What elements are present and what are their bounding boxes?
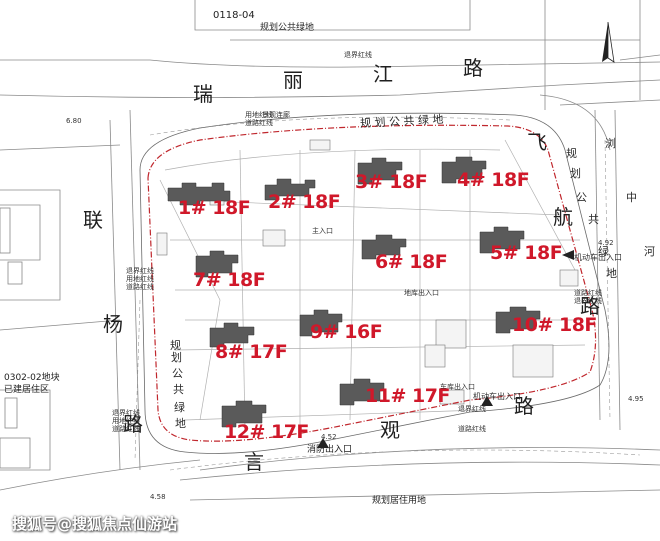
west-green-char-6: 地 [175, 417, 186, 430]
vehicle-entrance-east-label: 机动车出入口 [574, 253, 622, 262]
north-arrow-icon [602, 21, 615, 63]
annotation-11: 道路红线 [458, 425, 486, 433]
annotation-1: 退界红线 [344, 51, 372, 59]
annotation-4: 退界红线 [126, 267, 154, 275]
annotation-5: 用地红线 [126, 275, 154, 283]
east-green-char-2: 划 [570, 167, 581, 180]
building-12-label: 12# 17F [224, 421, 309, 443]
building-4-label: 4# 18F [457, 169, 530, 191]
annotation-10: 退界红线 [458, 405, 486, 413]
building-1-footprint [167, 182, 231, 206]
annotation-16: 6.80 [66, 117, 82, 125]
building-11-label: 11# 17F [365, 385, 450, 407]
annotation-3: 道路红线 [245, 119, 273, 127]
building-9-footprint [299, 309, 343, 337]
site-outer-line [139, 112, 610, 454]
internal-roads [159, 139, 586, 431]
left-blocks [0, 207, 31, 469]
annotation-20: 4.58 [150, 493, 166, 501]
annotation-12: 景观连廊 [262, 111, 290, 119]
building-9-label: 9# 16F [310, 321, 383, 343]
road-ruilijiang-char-2: 丽 [283, 68, 303, 92]
road-ruilijiang-char-4: 路 [463, 56, 483, 80]
top-green-label: 规划公共绿地 [260, 23, 315, 33]
vehicle-entrance-south-label: 机动车出入口 [473, 392, 521, 401]
annotation-6: 道路红线 [126, 283, 154, 291]
road-lianyang-char-1: 联 [83, 208, 103, 232]
east-green-char-1: 规 [566, 147, 577, 160]
right-edge-char-1: 浏 [605, 137, 616, 150]
building-3-label: 3# 18F [355, 171, 428, 193]
building-7-footprint [195, 250, 239, 278]
building-6-label: 6# 18F [375, 251, 448, 273]
building-5-footprint [479, 226, 525, 254]
road-yanguan-char-2: 观 [380, 418, 400, 442]
watermark: 搜狐号@搜狐焦点仙游站 [12, 515, 178, 533]
annotation-13: 车库出入口 [440, 383, 475, 391]
site-boundary [147, 124, 597, 442]
context-lines [0, 0, 660, 501]
entrance-arrows [317, 250, 574, 448]
building-4-footprint [441, 156, 487, 184]
road-ruilijiang-char-3: 江 [373, 62, 393, 86]
west-parcel-code: 0302-02地块 [4, 373, 60, 383]
west-parcel-desc: 已建居住区 [4, 385, 50, 395]
building-12-footprint [221, 400, 267, 428]
building-6-footprint [361, 234, 407, 260]
road-yanguan-char-1: 言 [244, 450, 264, 474]
right-edge-char-2: 中 [626, 191, 637, 204]
road-feihang-char-3: 路 [580, 294, 600, 318]
west-green-char-4: 共 [173, 383, 184, 396]
building-3-footprint [357, 157, 403, 185]
building-2-footprint [264, 178, 316, 201]
road-lianyang-char-2: 杨 [103, 312, 123, 336]
annotation-17: 4.92 [598, 239, 614, 247]
east-green-char-5: 绿 [598, 245, 609, 258]
road-feihang-char-1: 飞 [527, 130, 547, 154]
facility-boxes [156, 139, 579, 405]
building-1-label: 1# 18F [178, 197, 251, 219]
road-feihang-char-2: 航 [553, 205, 573, 229]
building-5-label: 5# 18F [490, 242, 563, 264]
fire-entrance-label: 消防出入口 [307, 445, 353, 455]
east-green-char-4: 共 [588, 213, 599, 226]
east-green-char-6: 地 [606, 267, 617, 280]
east-green-char-3: 公 [576, 191, 587, 204]
annotation-15: 退界红线 [574, 297, 602, 305]
annotation-22: 地库出入口 [404, 289, 439, 297]
west-green-char-5: 绿 [174, 401, 185, 414]
annotation-9: 道路红线 [112, 425, 140, 433]
building-8-label: 8# 17F [215, 341, 288, 363]
annotation-7: 退界红线 [112, 409, 140, 417]
annotation-14: 道路红线 [574, 289, 602, 297]
road-lianyang-char-3: 路 [123, 412, 143, 436]
south-parcel-label: 规划居住用地 [372, 496, 427, 506]
parcel-code: 0118-04 [213, 10, 255, 21]
building-2-label: 2# 18F [268, 191, 341, 213]
road-ruilijiang-char-1: 瑞 [193, 82, 213, 106]
annotation-19: 4.95 [628, 395, 644, 403]
annotation-18: 4.52 [321, 433, 337, 441]
building-10-footprint [495, 306, 541, 334]
west-green-char-1: 规 [170, 339, 181, 352]
road-yanguan-char-3: 路 [514, 394, 534, 418]
building-7-label: 7# 18F [193, 269, 266, 291]
building-8-footprint [209, 322, 255, 348]
building-10-label: 10# 18F [512, 314, 597, 336]
dashed-lines [134, 116, 641, 471]
west-green-char-3: 公 [172, 367, 183, 380]
annotation-2: 用地红线 [245, 111, 273, 119]
annotation-21: 主入口 [312, 227, 333, 235]
vehicle-entrance-south-arrow [481, 396, 493, 406]
annotation-8: 用地红线 [112, 417, 140, 425]
fire-entrance-arrow [317, 438, 329, 448]
right-edge-char-3: 河 [644, 245, 655, 258]
vehicle-entrance-east-arrow [562, 250, 574, 260]
building-footprints [167, 156, 541, 428]
building-11-footprint [339, 378, 385, 406]
west-green-char-2: 划 [171, 351, 182, 364]
